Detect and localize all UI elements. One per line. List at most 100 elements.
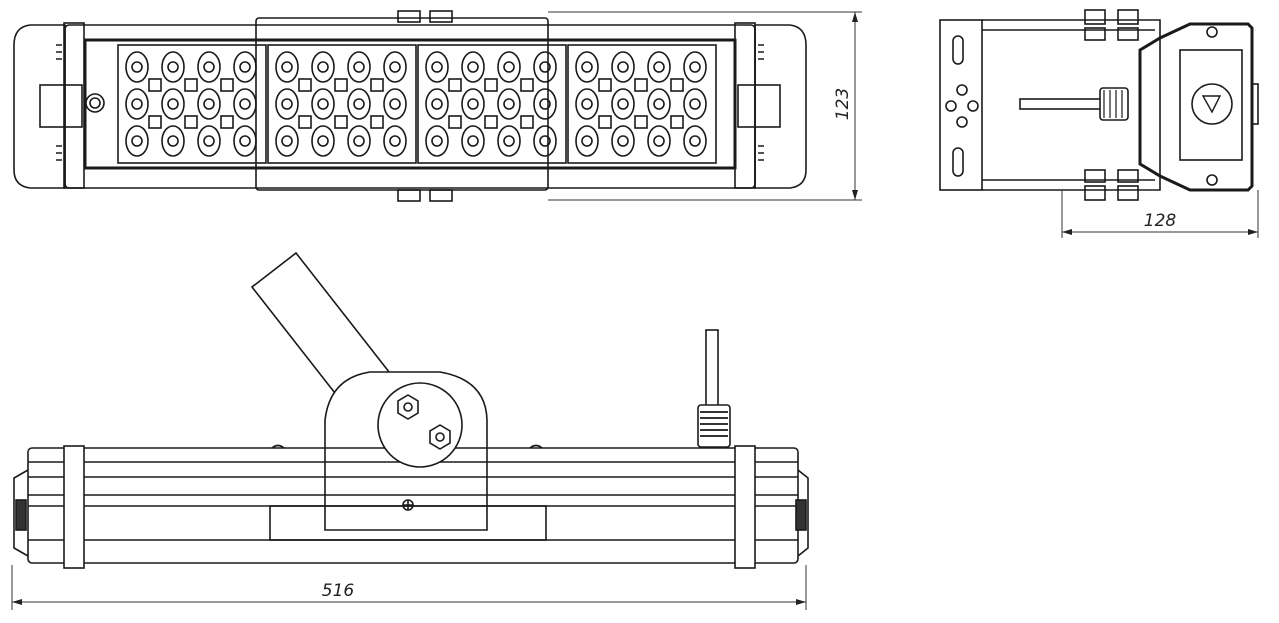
dimension-height-label: 123 — [833, 88, 853, 120]
led-chip — [689, 61, 701, 73]
led-lens — [611, 125, 635, 157]
led-chip — [239, 61, 251, 73]
led-chip — [431, 98, 443, 110]
led-chip — [131, 98, 143, 110]
led-chip — [467, 135, 479, 147]
led-chip — [389, 135, 401, 147]
led-chip — [431, 61, 443, 73]
led-chip — [503, 135, 515, 147]
led-chip — [317, 135, 329, 147]
led-lens — [161, 51, 185, 83]
led-chip — [539, 98, 551, 110]
led-chip — [281, 135, 293, 147]
led-chip — [167, 61, 179, 73]
led-chip — [353, 61, 365, 73]
led-lens — [497, 88, 521, 120]
led-lens — [683, 51, 707, 83]
led-chip — [317, 98, 329, 110]
led-lens — [683, 125, 707, 157]
led-chip — [389, 98, 401, 110]
led-lens — [461, 51, 485, 83]
led-lens — [575, 88, 599, 120]
led-driver-pad — [298, 115, 312, 129]
led-lens — [233, 51, 257, 83]
led-chip — [281, 98, 293, 110]
led-driver-pad — [220, 78, 234, 92]
led-lens — [461, 88, 485, 120]
led-lens — [383, 51, 407, 83]
led-chip — [281, 61, 293, 73]
led-chip — [431, 135, 443, 147]
led-driver-pad — [148, 115, 162, 129]
led-driver-pad — [670, 78, 684, 92]
led-driver-pad — [634, 78, 648, 92]
led-driver-pad — [298, 78, 312, 92]
led-module — [267, 44, 417, 164]
led-lens — [347, 88, 371, 120]
led-lens — [575, 51, 599, 83]
led-chip — [167, 135, 179, 147]
led-driver-pad — [448, 115, 462, 129]
led-chip — [689, 135, 701, 147]
led-lens — [383, 125, 407, 157]
led-driver-pad — [148, 78, 162, 92]
led-chip — [131, 61, 143, 73]
led-driver-pad — [484, 78, 498, 92]
led-chip — [239, 98, 251, 110]
end-view — [939, 9, 1259, 201]
led-chip — [581, 135, 593, 147]
led-lens — [647, 51, 671, 83]
led-module — [117, 44, 267, 164]
led-driver-pad — [670, 115, 684, 129]
led-lens — [197, 51, 221, 83]
led-driver-pad — [334, 115, 348, 129]
dimension-depth — [1061, 190, 1259, 238]
led-chip — [167, 98, 179, 110]
led-lens — [311, 125, 335, 157]
led-driver-pad — [370, 78, 384, 92]
led-chip — [353, 98, 365, 110]
led-lens — [647, 88, 671, 120]
led-lens — [311, 88, 335, 120]
led-lens — [275, 125, 299, 157]
led-driver-pad — [598, 78, 612, 92]
dimension-height — [548, 11, 862, 201]
led-lens — [383, 88, 407, 120]
led-lens — [683, 88, 707, 120]
led-lens — [311, 51, 335, 83]
led-chip — [539, 61, 551, 73]
led-driver-pad — [634, 115, 648, 129]
led-lens — [197, 88, 221, 120]
led-chip — [203, 61, 215, 73]
led-lens — [161, 88, 185, 120]
led-lens — [275, 88, 299, 120]
led-driver-pad — [598, 115, 612, 129]
led-lens — [461, 125, 485, 157]
led-lens — [425, 88, 449, 120]
led-chip — [203, 135, 215, 147]
led-driver-pad — [520, 115, 534, 129]
led-chip — [317, 61, 329, 73]
led-lens — [197, 125, 221, 157]
led-lens — [347, 125, 371, 157]
led-chip — [353, 135, 365, 147]
led-chip — [581, 98, 593, 110]
led-chip — [617, 61, 629, 73]
led-lens — [161, 125, 185, 157]
top-view — [13, 10, 807, 202]
led-lens — [611, 51, 635, 83]
led-chip — [617, 98, 629, 110]
led-lens — [647, 125, 671, 157]
led-lens — [611, 88, 635, 120]
led-lens — [497, 51, 521, 83]
led-chip — [503, 61, 515, 73]
led-chip — [503, 98, 515, 110]
led-chip — [617, 135, 629, 147]
led-lens — [125, 88, 149, 120]
led-module — [567, 44, 717, 164]
led-lens — [233, 88, 257, 120]
led-lens — [275, 51, 299, 83]
led-modules — [117, 44, 717, 164]
led-chip — [239, 135, 251, 147]
